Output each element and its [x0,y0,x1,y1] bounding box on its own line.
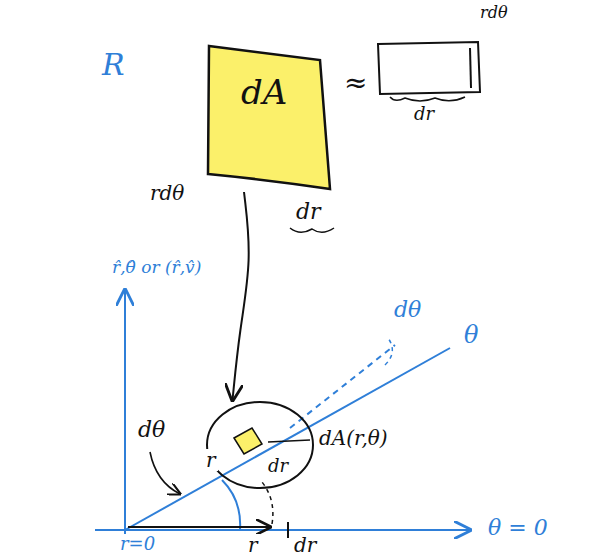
theta-ray [125,348,450,530]
angle-label: θ [462,322,480,348]
leader-line [268,440,310,442]
width-label: dr [266,456,290,476]
ellipse-outline [205,400,315,490]
radius-label: r [246,534,260,556]
axis-label: θ = 0 [486,516,550,540]
dtheta-ray [290,345,395,428]
dtheta-arc [385,338,392,365]
origin-label: r=0 [118,534,157,554]
ellipse-outline [207,402,313,488]
radius-arrow [128,526,270,528]
approx-sign: ≈ [342,68,369,99]
axes [95,290,470,545]
axis-label: r̂,θ̂ or (r̂,v̂) [110,258,203,277]
neighbourhood-ellipse: dA(r,θ) [205,400,315,490]
curved-arrow [233,192,249,400]
region-name: R [100,48,127,81]
area-patch-outline [205,42,335,192]
dr-underline [290,228,334,232]
angle-arc [222,480,240,530]
node-text: dA(r,θ) [317,426,390,450]
width-label: dr [292,534,318,556]
dr-tick [287,522,289,538]
approx-rectangle [378,42,480,101]
width-label: dr [412,104,436,124]
dtheta-pointer [150,452,180,494]
area-element: dA [205,42,335,192]
angle-increment: dθ [136,418,167,442]
area-patch-outline [208,46,330,189]
arc-length: rdθ [478,4,510,22]
radius-label: r [204,449,218,471]
node-text: dA [239,72,289,112]
width-label: dr [294,200,323,224]
angle-increment: dθ [392,298,423,322]
arc-length: rdθ [148,182,186,204]
area-patch [234,428,262,454]
